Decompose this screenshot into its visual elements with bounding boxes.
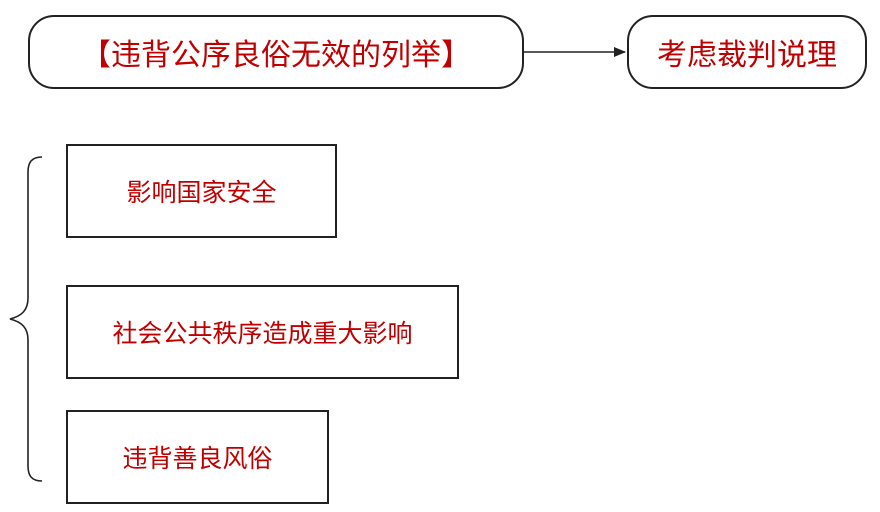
result-node-label: 考虑裁判说理 — [657, 38, 837, 73]
list-item-good-customs: 违背善良风俗 — [66, 410, 329, 504]
list-item-label: 违背善良风俗 — [122, 444, 273, 473]
result-node: 考虑裁判说理 — [627, 15, 867, 89]
main-node-label: 【违背公序良俗无效的列举】 — [81, 38, 471, 73]
main-node: 【违背公序良俗无效的列举】 — [28, 15, 524, 89]
list-item-label: 社会公共秩序造成重大影响 — [112, 319, 413, 348]
list-item-national-security: 影响国家安全 — [66, 144, 337, 238]
list-item-public-order: 社会公共秩序造成重大影响 — [66, 285, 459, 379]
list-item-label: 影响国家安全 — [126, 178, 277, 207]
grouping-brace — [9, 156, 43, 482]
